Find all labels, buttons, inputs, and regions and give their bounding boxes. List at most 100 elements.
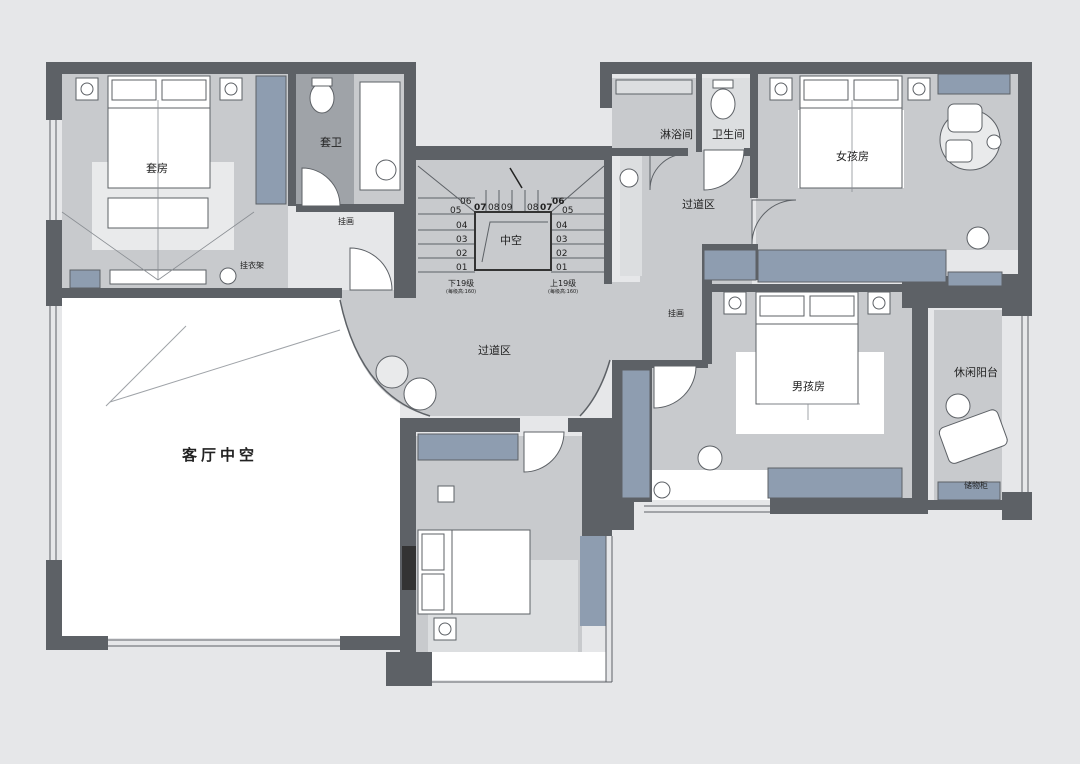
stair-number-right: 02 — [556, 249, 567, 259]
nightstands — [75, 77, 931, 641]
label-wall-picture-1: 挂画 — [338, 216, 354, 226]
stair-number-right: 05 — [562, 206, 573, 216]
doors — [301, 149, 919, 473]
wall — [1018, 62, 1032, 274]
lamp-circle — [438, 622, 452, 636]
detail-line — [61, 211, 159, 281]
door-swing-icon[interactable] — [349, 247, 393, 291]
stair-number-left: 04 — [456, 221, 468, 231]
balcony-storage — [937, 481, 1001, 501]
door-swing-icon[interactable] — [751, 199, 797, 245]
label-stairs-up-note: (每级高:160) — [548, 288, 578, 295]
suite-low-cabinet — [69, 269, 101, 289]
wall — [770, 498, 928, 514]
stair-number-top: 07 — [540, 203, 553, 213]
nightstand-lamp-icon — [769, 77, 793, 101]
label-stairs-down: 下19级 — [448, 278, 474, 288]
hatched-panel — [402, 546, 416, 590]
round-table-icon — [945, 393, 971, 419]
wall — [600, 62, 612, 108]
nightstand-lamp-icon — [907, 77, 931, 101]
door-swing-icon[interactable] — [523, 431, 565, 473]
door-swing-icon[interactable] — [703, 149, 745, 191]
label-storage: 储物柜 — [964, 480, 988, 490]
armchair-icon — [403, 377, 437, 411]
toilet-icon — [710, 88, 736, 120]
coat-rack-icon — [219, 267, 237, 285]
wall — [750, 74, 758, 198]
sink-icon — [375, 159, 397, 181]
void-line — [105, 325, 187, 407]
door-swing-icon[interactable] — [653, 365, 697, 409]
round-table-icon — [375, 355, 409, 389]
wall — [400, 418, 520, 432]
suite-bed-icon — [107, 75, 211, 189]
stair-number-right: 03 — [556, 235, 567, 245]
lamp-circle — [774, 82, 788, 96]
armchair-icon — [947, 103, 983, 133]
wall — [582, 432, 612, 536]
nightstand-lamp-icon — [75, 77, 99, 101]
wall — [288, 74, 296, 206]
stairs — [417, 165, 605, 273]
wall — [712, 284, 912, 292]
door-swing-icon[interactable] — [301, 167, 341, 207]
stair-number-top: 07 — [474, 203, 487, 213]
boy-room-wardrobe — [621, 369, 651, 499]
wall — [404, 62, 416, 298]
stair-winder — [417, 165, 476, 213]
girl-bed-icon — [799, 75, 903, 189]
stair-number-right: 01 — [556, 263, 567, 273]
lamp-circle — [912, 82, 926, 96]
lamp-circle — [224, 82, 238, 96]
central-corridor-floor — [340, 150, 702, 416]
wall — [1002, 274, 1032, 316]
windows — [49, 80, 1029, 683]
desk-icon — [437, 485, 455, 503]
girl-room-wardrobe — [757, 249, 947, 283]
bath-fixtures — [309, 77, 736, 191]
floor-lamp-icon — [653, 481, 671, 499]
wall — [702, 280, 712, 364]
wall — [46, 288, 342, 298]
wall — [296, 204, 406, 212]
side-table-icon — [986, 134, 1002, 150]
armchair-icon — [966, 226, 990, 250]
stair-number-left: 01 — [456, 263, 467, 273]
wall — [386, 652, 432, 686]
label-wall-picture-2: 挂画 — [668, 308, 684, 318]
wall — [394, 212, 404, 298]
wall — [696, 74, 702, 152]
label-coat-rack: 挂衣架 — [240, 260, 264, 270]
curved-partition — [579, 359, 611, 417]
nightstand-lamp-icon — [723, 291, 747, 315]
furniture — [219, 103, 1008, 499]
stair-number-top: 06 — [552, 197, 565, 207]
wall — [600, 62, 1032, 74]
living-void-floor — [62, 298, 400, 638]
room-label-girl-room: 女孩房 — [836, 149, 869, 163]
girl-room-shelf — [937, 73, 1011, 95]
armchair-icon — [697, 445, 723, 471]
stair-void-outline — [474, 211, 552, 271]
wall — [410, 146, 608, 160]
wall — [604, 146, 612, 284]
label-stairs-down-note: (每级高:160) — [446, 288, 476, 295]
void-line — [109, 329, 341, 403]
boy-bed-icon — [755, 291, 859, 405]
room-label-living-void: 客厅中空 — [181, 446, 258, 464]
boy-room-desk-cabinet — [767, 467, 903, 499]
boy-room-window-zone — [650, 470, 770, 500]
stair-number-top: 09 — [501, 203, 513, 213]
corridor-cabinet — [703, 249, 757, 281]
sink-icon — [619, 168, 639, 188]
suite-wardrobe — [255, 75, 287, 205]
wall — [340, 636, 402, 650]
door-swing-icon[interactable] — [649, 153, 687, 191]
wall — [46, 62, 416, 74]
nightstand-lamp-icon — [433, 617, 457, 641]
lower-bed-icon — [417, 529, 531, 615]
room-label-hall-top: 过道区 — [682, 197, 715, 211]
beds — [107, 75, 903, 615]
